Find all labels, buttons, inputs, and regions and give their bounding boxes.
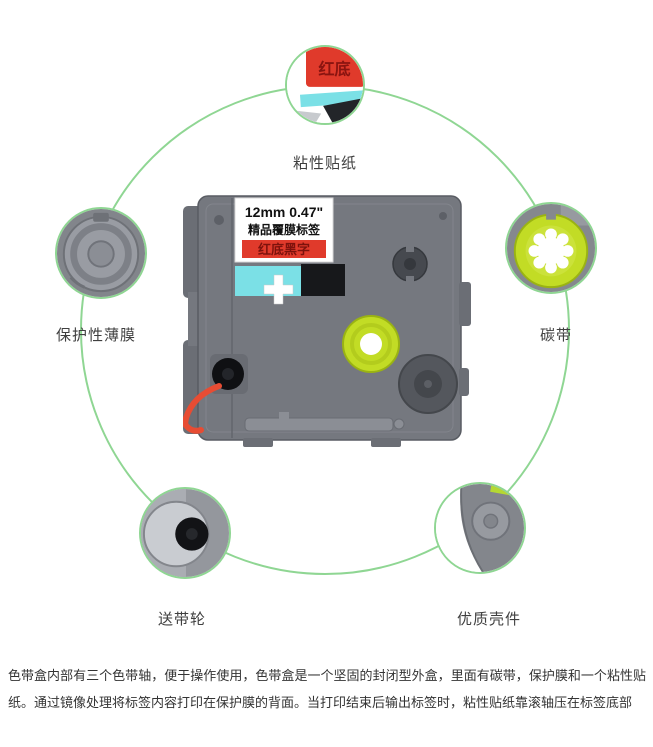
ribbon-window-black [301,264,345,296]
label-type-text: 精品覆膜标签 [248,222,321,237]
label-style-text: 红底黑字 [258,242,310,257]
spindle-notch-bottom [406,276,414,283]
guide-bar [244,417,394,432]
product-description: 色带盒内部有三个色带轴，便于操作使用，色带盒是一个坚固的封闭型外盒，里面有碳带，… [8,668,646,710]
left-rail-middle [188,292,200,346]
spindle-notch-top [406,245,414,252]
adhesive-sticker-zoom-illustration: 红底 [287,47,363,123]
feed-wheel-hub [185,528,198,540]
feed-wheel-zoom-illustration [141,489,229,577]
quality-shell-zoom-illustration [436,484,524,572]
label-red-swatch [242,240,326,258]
takeup-spool-pin [424,380,432,388]
callout-protective-film [55,207,147,299]
film-spool-ring [70,223,132,285]
callout-feed-wheel [139,487,231,579]
spool-tab [93,212,109,222]
callout-quality-shell [434,482,526,574]
protective-film-zoom-illustration [57,209,145,297]
film-spool-hub [87,240,115,268]
rewind-spindle-hub [404,258,416,270]
tape-lead [183,383,222,434]
guide-bar-pin [393,418,405,430]
callout-label-protective-film: 保护性薄膜 [55,327,136,344]
callout-label-quality-shell: 优质壳件 [456,611,521,628]
right-tab-lower [459,368,469,396]
spool-shadow-arc [69,276,85,289]
tape-cartridge: 12mm 0.47" 精品覆膜标签 红底黑字 [183,192,473,464]
label-size-text: 12mm 0.47" [245,204,323,220]
callout-label-feed-wheel: 送带轮 [157,611,206,628]
bottom-tab-right [371,438,401,447]
spool-notch [546,212,556,220]
guide-bar-tab [279,412,289,420]
shell-edge-line [460,484,484,572]
right-tab-upper [459,282,471,326]
screw-top-left [214,215,224,225]
ribbon-zoom-illustration [507,204,595,292]
callout-label-ribbon: 碳带 [539,327,572,344]
red-label-area [306,47,363,87]
callout-ribbon [505,202,597,294]
screw-top-right [439,212,447,220]
ribbon-spool-ring [350,323,392,365]
callout-adhesive-sticker: 红底 [285,45,365,125]
callout-label-adhesive-sticker: 粘性贴纸 [292,155,357,172]
spindle-cross-hole [263,274,294,305]
shell-boss-hole [483,513,499,529]
bottom-tab-left [243,438,273,447]
ribbon-spool-hole [360,333,382,355]
cartridge-illustration: 12mm 0.47" 精品覆膜标签 红底黑字 [183,195,471,447]
red-label-partial-text: 红底 [318,60,350,79]
spool-gear-hole [528,228,574,274]
feed-wheel-hub [222,368,234,380]
